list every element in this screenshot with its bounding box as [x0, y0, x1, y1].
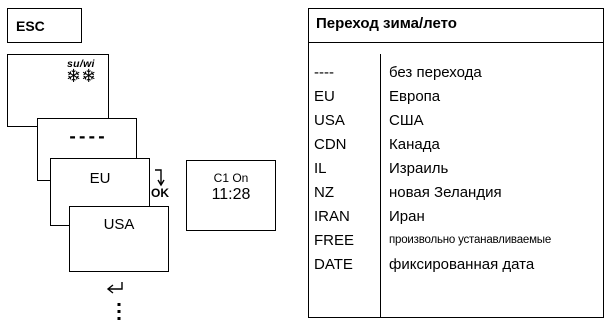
- ok-button[interactable]: OK: [151, 186, 169, 200]
- row-code: ----: [314, 64, 334, 81]
- row-code: FREE: [314, 232, 355, 249]
- row-desc: Канада: [389, 136, 440, 153]
- row-desc: Иран: [389, 208, 425, 225]
- esc-label: ESC: [16, 17, 45, 34]
- esc-button[interactable]: ESC: [7, 8, 82, 43]
- row-code: IL: [314, 160, 327, 177]
- channel-status: C1 On: [213, 171, 249, 185]
- table-header: [308, 8, 604, 43]
- row-code: DATE: [314, 256, 353, 273]
- snowflake-icon: ❄❄: [66, 66, 97, 87]
- row-code: CDN: [314, 136, 347, 153]
- down-right-arrow-icon: [155, 169, 165, 187]
- row-code: EU: [314, 88, 335, 105]
- row-desc: Израиль: [389, 160, 449, 177]
- dst-table: [308, 8, 604, 318]
- row-desc: новая Зеландия: [389, 184, 502, 201]
- row-code: NZ: [314, 184, 334, 201]
- row-desc: фиксированная дата: [389, 256, 535, 273]
- column-divider: [380, 54, 382, 318]
- usa-option: USA: [103, 216, 135, 233]
- no-transition-option: ----: [67, 127, 107, 146]
- row-desc: без перехода: [389, 64, 482, 81]
- row-code: USA: [314, 112, 345, 129]
- row-desc: Европа: [389, 88, 441, 105]
- clock-time: 11:28: [211, 186, 251, 203]
- table-title: Переход зима/лето: [316, 15, 457, 32]
- screen-usa: USA: [69, 206, 169, 272]
- season-label: su/wi: [67, 58, 95, 70]
- row-desc: США: [389, 112, 424, 129]
- row-code: IRAN: [314, 208, 350, 225]
- screen-season: [7, 54, 109, 127]
- eu-option: EU: [89, 170, 111, 187]
- status-display: [186, 160, 276, 231]
- return-arrow-icon: [106, 282, 123, 294]
- row-desc: произвольно устанавливаемые: [389, 234, 552, 246]
- vertical-ellipsis-icon: [117, 303, 121, 320]
